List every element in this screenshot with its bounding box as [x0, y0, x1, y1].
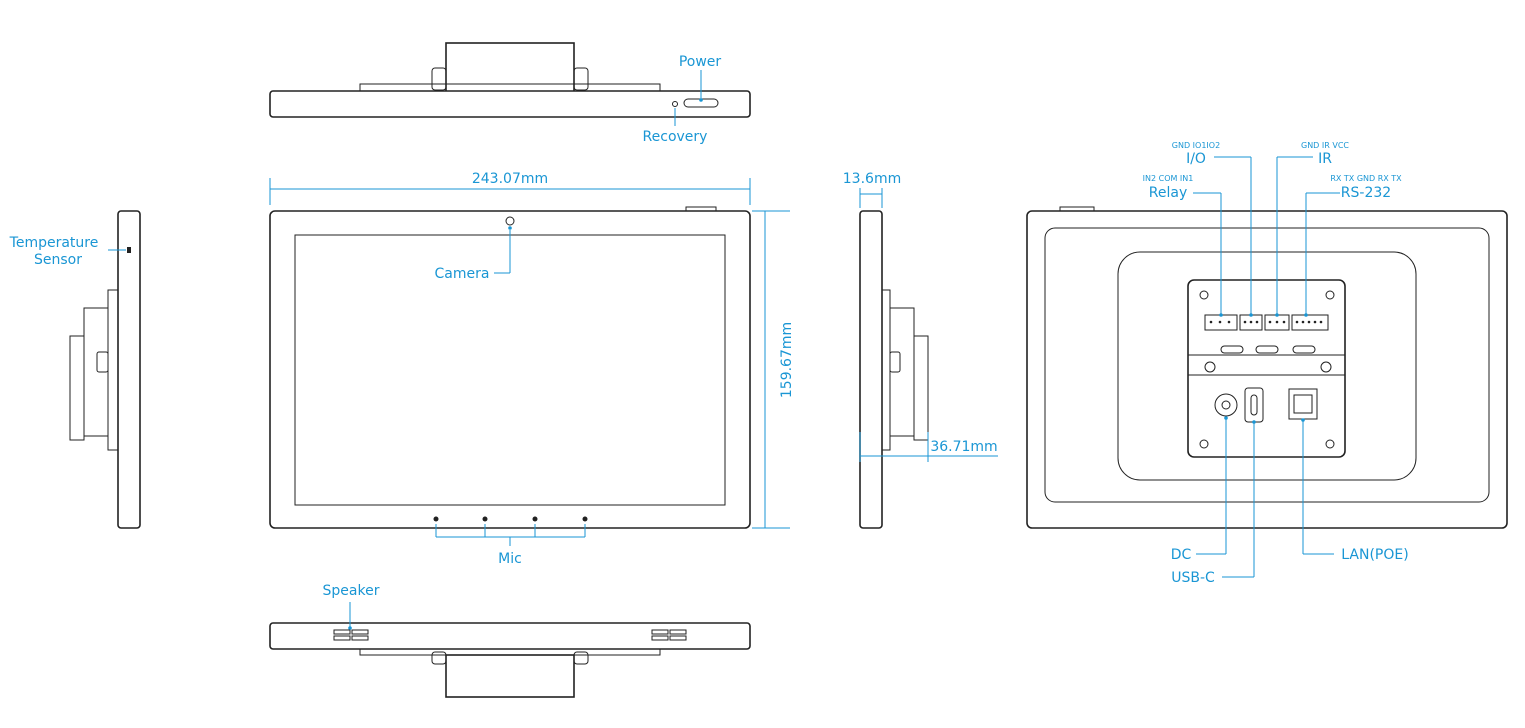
recovery-label: Recovery: [643, 129, 708, 145]
lan-poe-label: LAN(POE): [1341, 547, 1408, 563]
camera-label: Camera: [435, 266, 490, 282]
ir-pins-label: GND IR VCC: [1301, 141, 1349, 150]
speaker-label: Speaker: [323, 583, 380, 599]
width-dimension-label: 243.07mm: [472, 171, 548, 187]
terminal-pins: [1209, 320, 1323, 324]
io-pins-label: GND IO1IO2: [1172, 141, 1220, 150]
height-dimension-label: 159.67mm: [779, 322, 795, 398]
left-side-view: [69, 210, 141, 529]
relay-pins-label: IN2 COM IN1: [1143, 174, 1194, 183]
top-view: [269, 42, 751, 118]
rs232-pins-label: RX TX GND RX TX: [1330, 174, 1402, 183]
depth-total-label: 36.71mm: [930, 439, 997, 455]
back-view: [1026, 206, 1508, 529]
right-side-view: [859, 210, 929, 529]
dc-label: DC: [1171, 547, 1192, 563]
power-label: Power: [679, 54, 722, 70]
rs232-label: RS-232: [1341, 185, 1391, 201]
ir-label: IR: [1318, 151, 1332, 167]
temperature-sensor-label-2: Sensor: [34, 252, 82, 268]
usbc-label: USB-C: [1171, 570, 1215, 586]
relay-label: Relay: [1149, 185, 1187, 201]
depth-front-label: 13.6mm: [843, 171, 901, 187]
mic-label: Mic: [498, 551, 522, 567]
front-view: [269, 206, 751, 529]
io-label: I/O: [1186, 151, 1206, 167]
temperature-sensor-label-1: Temperature: [9, 235, 99, 251]
bottom-view: [269, 622, 751, 698]
